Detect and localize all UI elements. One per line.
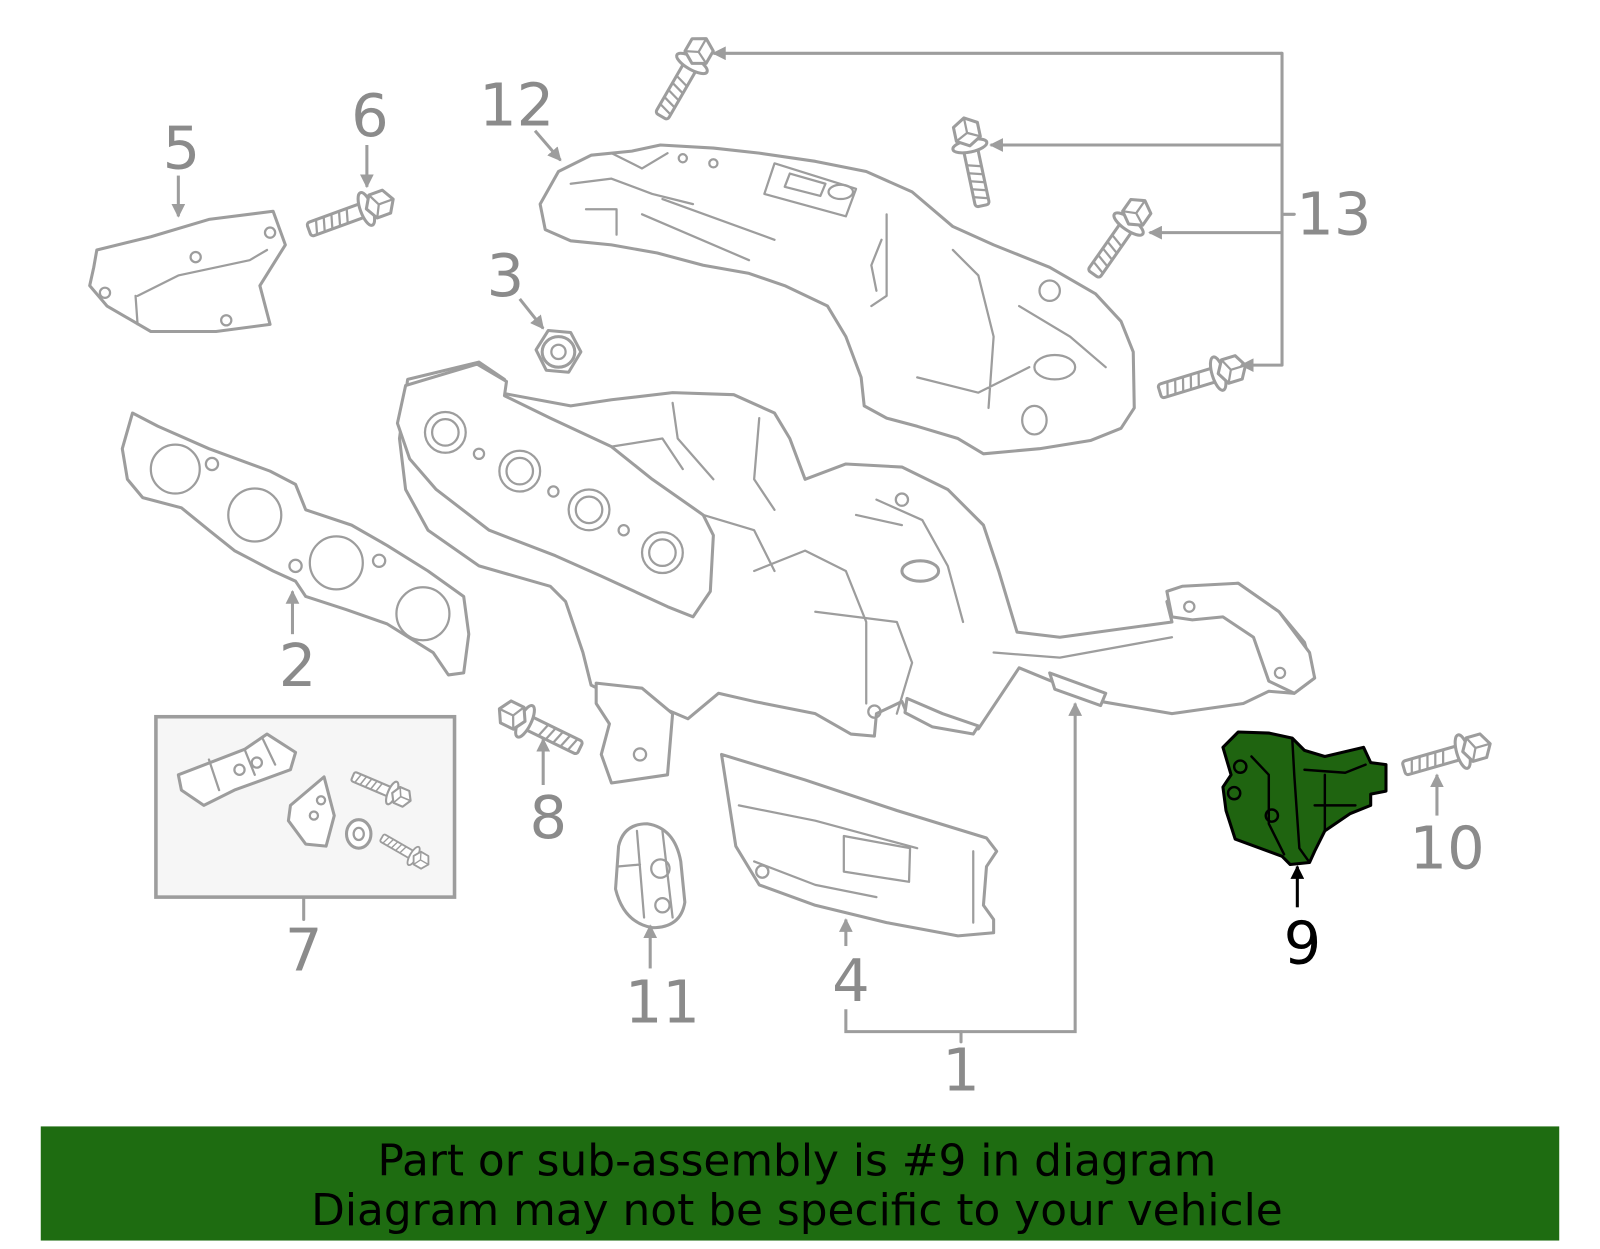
- leader-3: [518, 297, 545, 330]
- exhaust-insulator-part: [614, 822, 687, 930]
- bracket-kit-part: [154, 714, 457, 899]
- diagram-notice-banner: Part or sub-assembly is #9 in diagram Di…: [40, 1126, 1560, 1241]
- callout-11: 11: [625, 967, 700, 1036]
- callout-8: 8: [529, 783, 567, 852]
- insulator-bolt-1: [644, 28, 723, 127]
- insulator-bolt-3: [1077, 189, 1161, 286]
- banner-line-2: Diagram may not be specific to your vehi…: [311, 1185, 1283, 1236]
- manifold-gasket-part: [120, 411, 471, 677]
- callout-10: 10: [1410, 814, 1485, 883]
- callout-4: 4: [832, 946, 870, 1015]
- exhaust-manifold-part: [395, 360, 1317, 785]
- banner-background: [40, 1126, 1560, 1241]
- plate-bolt-part: [301, 181, 401, 248]
- callout-2: 2: [279, 631, 317, 700]
- callout-13: 13: [1296, 180, 1371, 249]
- callout-9-highlighted: 9: [1284, 908, 1322, 977]
- manifold-nut-part: [534, 328, 583, 374]
- callout-1: 1: [942, 1036, 980, 1105]
- insulator-bolt-2: [945, 112, 1002, 211]
- highlighted-manifold-bracket-part: [1221, 730, 1388, 867]
- callout-12: 12: [479, 71, 554, 140]
- callout-leaders: [171, 46, 1444, 1044]
- insulator-bolt-4: [1153, 347, 1253, 410]
- leader-12: [533, 129, 562, 162]
- callout-labels: 1 2 3 4 5 6 7 8 9 10 11 12 13: [163, 71, 1485, 1105]
- callout-3: 3: [487, 241, 525, 310]
- lower-heat-insulator-part: [720, 752, 999, 938]
- callout-5: 5: [163, 113, 201, 182]
- bracket-bolt-part: [1397, 725, 1497, 787]
- banner-line-1: Part or sub-assembly is #9 in diagram: [378, 1135, 1217, 1186]
- heat-insulator-plate-part: [88, 209, 287, 334]
- callout-6: 6: [351, 81, 389, 150]
- upper-heat-insulator-part: [538, 143, 1136, 456]
- callout-7: 7: [285, 915, 323, 984]
- manifold-stud-bolt-part: [490, 691, 590, 766]
